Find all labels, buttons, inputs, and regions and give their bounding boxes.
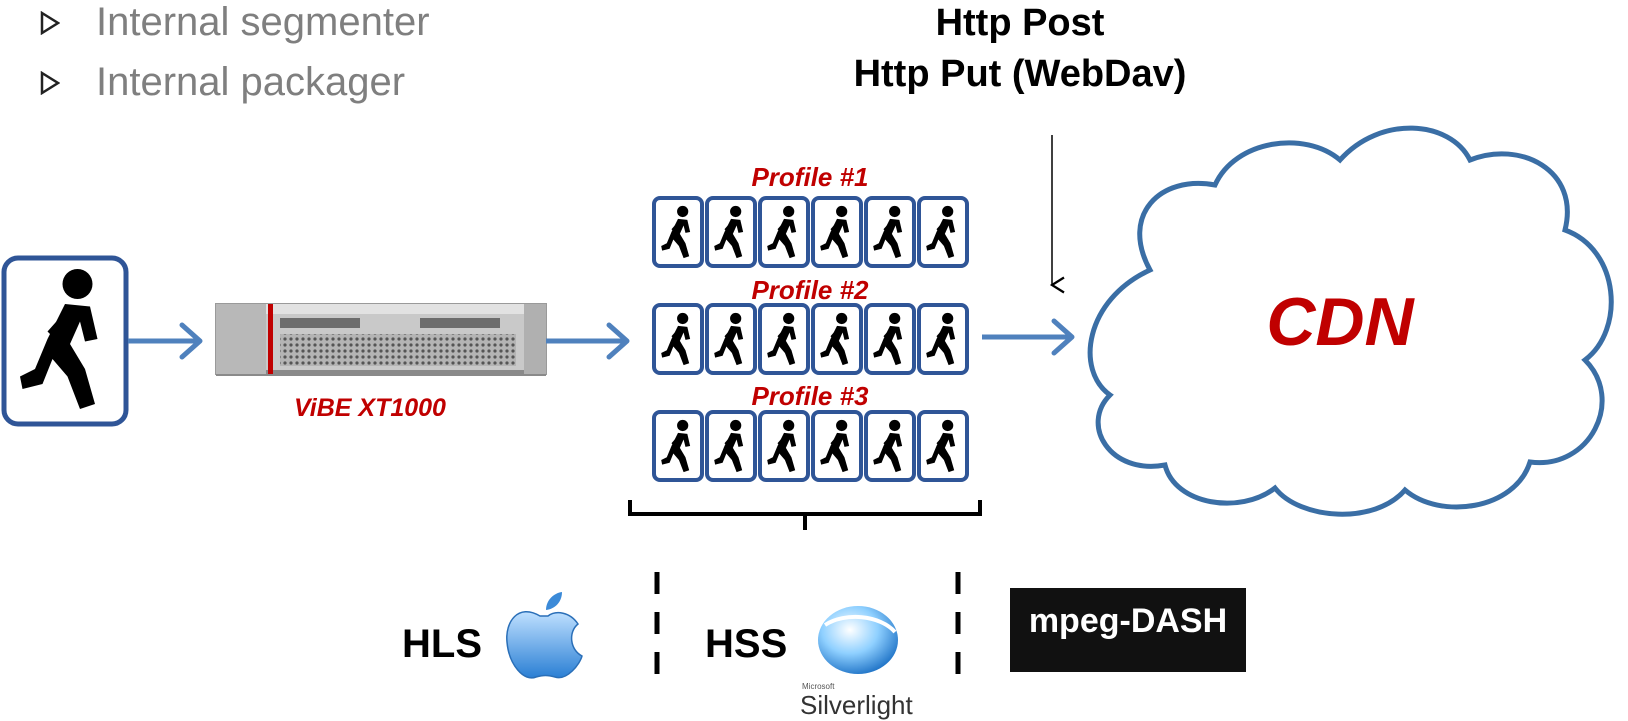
profile-label-2: Profile #2 [751,275,869,305]
silverlight-text: Silverlight [800,690,913,720]
silverlight-logo-icon [818,606,898,674]
http-post-label: Http Post [935,2,1105,44]
profile-label-3: Profile #3 [751,381,869,411]
vibe-device-image [215,303,547,376]
triangle-bullet-icon [40,10,60,35]
input-source-frame [1,255,129,427]
profile-strip-1 [652,196,969,268]
mpeg-dash-text: mpeg-DASH [1028,602,1228,640]
profile-strip-3 [652,410,969,482]
apple-logo-icon [506,592,583,679]
triangle-bullet-icon [40,70,60,95]
bullet-item: Internal segmenter [40,0,430,45]
arrow-to-profiles [546,322,630,360]
device-label: ViBE XT1000 [294,394,446,422]
silverlight-brand-text: Microsoft [802,682,835,691]
cdn-cloud [1087,125,1614,517]
bullet-item: Internal packager [40,60,405,105]
bullet-text: Internal packager [96,60,406,104]
hls-label: HLS [402,622,482,666]
arrow-to-cdn [982,318,1075,356]
profiles-brace [628,500,982,530]
http-put-label: Http Put (WebDav) [853,53,1187,95]
profile-strip-2 [652,303,969,375]
mpeg-dash-logo: mpeg-DASH [1010,588,1246,672]
cdn-label: CDN [1266,284,1414,360]
profile-label-1: Profile #1 [751,162,869,192]
bullet-text: Internal segmenter [96,0,430,44]
hss-label: HSS [705,622,788,666]
arrow-to-device [128,322,203,360]
